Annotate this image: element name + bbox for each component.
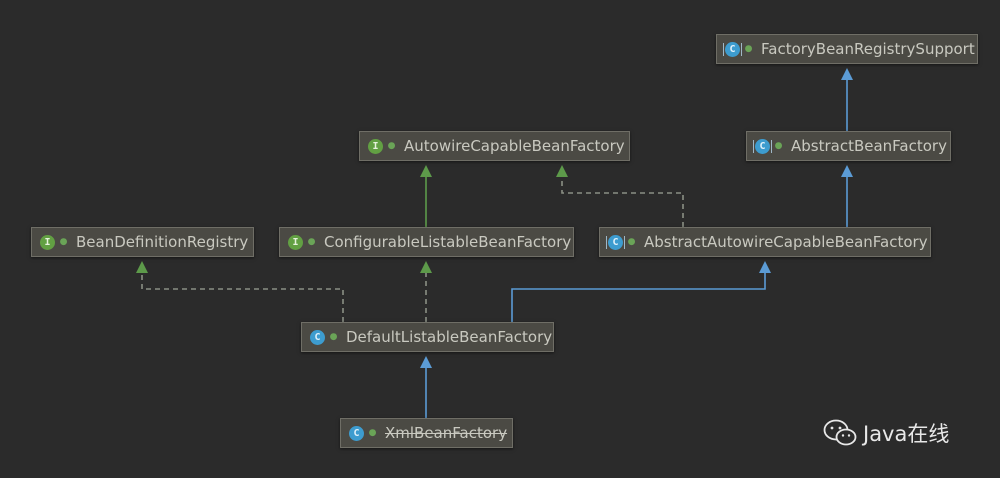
edge-implements [561, 177, 684, 227]
node-bean-definition-registry[interactable]: I ● BeanDefinitionRegistry [31, 227, 254, 257]
node-abstract-autowire-capable-bean-factory[interactable]: C ● AbstractAutowireCapableBeanFactory [599, 227, 931, 257]
arrowhead-icon [420, 165, 432, 177]
node-label: XmlBeanFactory [385, 424, 508, 442]
arrowhead-icon [556, 165, 568, 177]
node-xml-bean-factory[interactable]: C ● XmlBeanFactory [340, 418, 513, 448]
interface-icon: I [368, 138, 383, 154]
node-configurable-listable-bean-factory[interactable]: I ● ConfigurableListableBeanFactory [279, 227, 574, 257]
lock-icon: ● [368, 427, 377, 438]
edge-layer [136, 68, 853, 418]
watermark-text: Java在线 [863, 422, 950, 446]
node-label: DefaultListableBeanFactory [346, 328, 553, 346]
lock-icon: ● [627, 236, 636, 247]
lock-icon: ● [59, 236, 68, 247]
node-label: FactoryBeanRegistrySupport [761, 40, 975, 58]
node-label: AutowireCapableBeanFactory [404, 137, 625, 155]
edge-extends [511, 273, 766, 322]
node-label: ConfigurableListableBeanFactory [324, 233, 572, 251]
lock-icon: ● [387, 140, 396, 151]
node-abstract-bean-factory[interactable]: C ● AbstractBeanFactory [746, 131, 951, 161]
node-default-listable-bean-factory[interactable]: C ● DefaultListableBeanFactory [301, 322, 554, 352]
arrowhead-icon [136, 261, 148, 273]
node-label: AbstractBeanFactory [791, 137, 947, 155]
lock-icon: ● [774, 140, 783, 151]
lock-icon: ● [744, 43, 753, 54]
interface-icon: I [40, 234, 55, 250]
class-icon: C [310, 329, 325, 345]
arrowhead-icon [420, 356, 432, 368]
abstract-class-icon: C [753, 138, 772, 154]
arrowhead-icon [841, 165, 853, 177]
node-autowire-capable-bean-factory[interactable]: I ● AutowireCapableBeanFactory [359, 131, 630, 161]
abstract-class-icon: C [723, 41, 742, 57]
class-icon: C [349, 425, 364, 441]
arrowhead-icon [841, 68, 853, 80]
lock-icon: ● [307, 236, 316, 247]
node-label: AbstractAutowireCapableBeanFactory [644, 233, 928, 251]
node-factory-bean-registry-support[interactable]: C ● FactoryBeanRegistrySupport [716, 34, 978, 64]
watermark: Java在线 [823, 418, 949, 448]
wechat-icon [823, 419, 857, 446]
interface-icon: I [288, 234, 303, 250]
node-label: BeanDefinitionRegistry [76, 233, 249, 251]
arrowhead-icon [759, 261, 771, 273]
arrowhead-icon [420, 261, 432, 273]
lock-icon: ● [329, 331, 338, 342]
abstract-class-icon: C [606, 234, 625, 250]
edge-implements [141, 273, 344, 322]
